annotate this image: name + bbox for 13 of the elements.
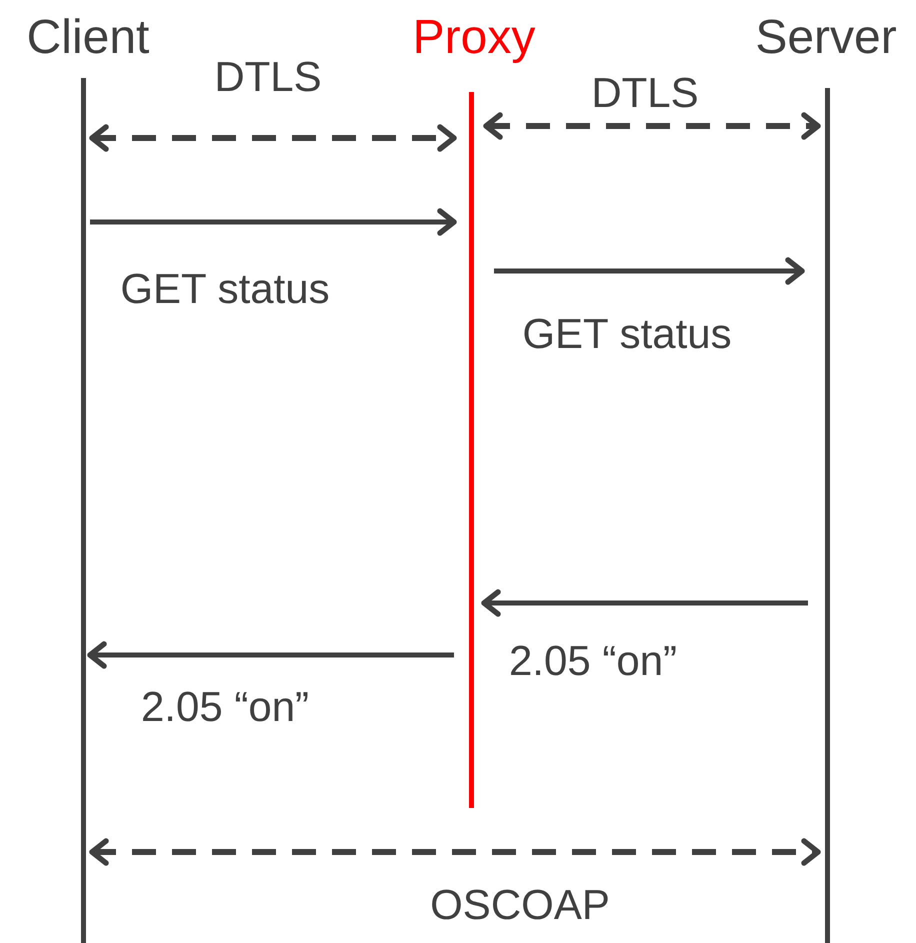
participant-label: Server bbox=[755, 14, 897, 62]
lifeline bbox=[80, 78, 86, 943]
participant-label: Client bbox=[26, 14, 150, 62]
dashed-arrow bbox=[483, 112, 821, 140]
participant-label: Proxy bbox=[412, 14, 536, 62]
dashed-arrow bbox=[89, 124, 457, 152]
lifeline bbox=[468, 92, 474, 808]
dashed-arrow bbox=[89, 838, 821, 866]
arrow bbox=[494, 257, 805, 285]
arrow bbox=[87, 641, 454, 669]
arrow bbox=[90, 208, 457, 236]
lifeline bbox=[824, 88, 830, 943]
arrow bbox=[481, 589, 808, 617]
